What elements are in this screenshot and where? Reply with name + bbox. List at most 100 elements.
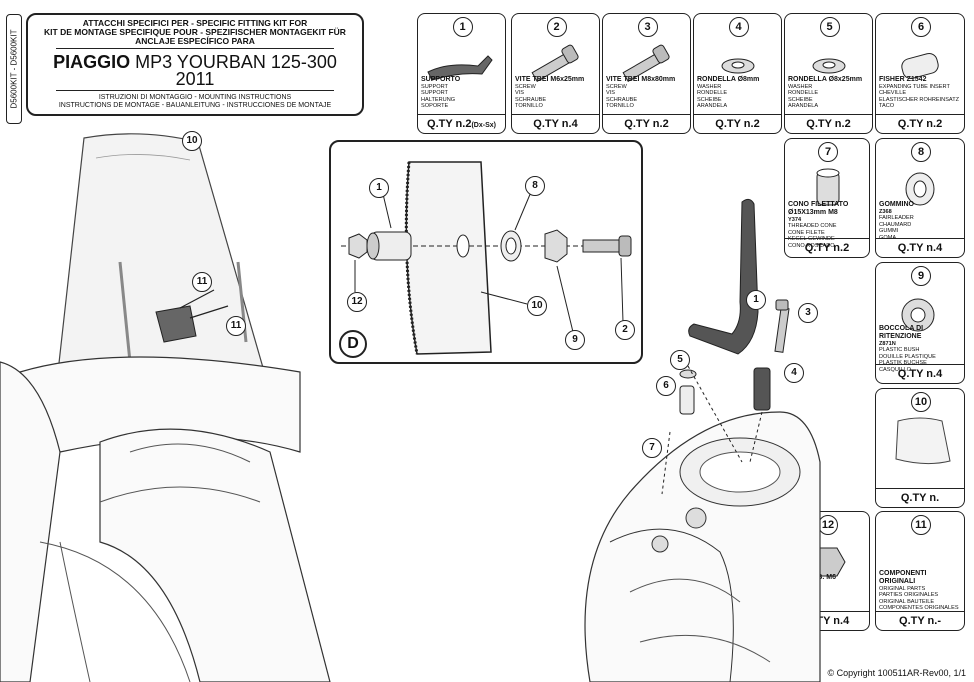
- part-name: CONO FILETTATO Ø15X13mm M8: [788, 201, 849, 216]
- detail-d-drawing: [341, 161, 632, 355]
- model-title: PIAGGIO MP3 YOURBAN 125-300: [28, 53, 362, 71]
- header-line-3: ANCLAJE ESPECÍFICO PARA: [135, 36, 255, 46]
- copyright: © Copyright 100511AR-Rev00, 1/1: [827, 668, 966, 678]
- instructions-line-2: INSTRUCTIONS DE MONTAGE - BAUANLEITUNG -…: [58, 102, 332, 109]
- part-washer-icon: [721, 58, 755, 74]
- part-quantity: Q.TY n.2: [785, 114, 872, 133]
- part-name: RONDELLA Ø8mm: [697, 76, 760, 83]
- left-callout-11b: 11: [226, 316, 246, 336]
- part-number-badge: 11: [911, 515, 931, 535]
- part-code: Z368: [879, 209, 892, 215]
- part-number-badge: 8: [911, 142, 931, 162]
- header-box: ATTACCHI SPECIFICI PER - SPECIFIC FITTIN…: [26, 13, 364, 116]
- part-number-badge: 4: [728, 17, 749, 37]
- part-number-badge: 1: [452, 17, 473, 37]
- part-screw-icon: [531, 44, 579, 83]
- detail-d-box: 1 8 12 10 9 2 D: [329, 140, 643, 364]
- brand-name: PIAGGIO: [53, 52, 131, 72]
- right-callout-4: 4: [784, 363, 804, 383]
- part-code: Y374: [788, 217, 802, 223]
- model-year: 2011: [175, 69, 215, 89]
- part-number-badge: 2: [546, 17, 567, 37]
- left-callout-11a: 11: [192, 272, 212, 292]
- header-divider-2: [56, 90, 334, 91]
- instructions-line-1: ISTRUZIONI DI MONTAGGIO - MOUNTING INSTR…: [98, 94, 292, 101]
- part-name: VITE TBEI M8x80mm: [606, 76, 676, 83]
- left-callout-10: 10: [182, 131, 202, 151]
- part-grommet-icon: [905, 172, 935, 206]
- right-callout-3: 3: [798, 303, 818, 323]
- part-name: FISHER Z1542: [879, 76, 927, 83]
- part-quantity: Q.TY n.-: [876, 611, 964, 630]
- right-callout-5: 5: [670, 350, 690, 370]
- detail-callout-2: 2: [615, 320, 635, 340]
- part-name: BOCCOLA DI RITENZIONE: [879, 325, 924, 340]
- part-screw-icon: [622, 44, 670, 83]
- header-line-1: ATTACCHI SPECIFICI PER - SPECIFIC FITTIN…: [82, 18, 308, 28]
- part-quantity-note: (Dx-Sx): [471, 122, 496, 129]
- part-quantity: Q.TY n.2: [694, 114, 781, 133]
- part-washer-icon: [812, 58, 846, 74]
- part-code: Z871N: [879, 341, 896, 347]
- detail-callout-12: 12: [347, 292, 367, 312]
- part-quantity: Q.TY n.2: [785, 238, 869, 257]
- part-number-badge: 3: [637, 17, 658, 37]
- header-divider: [56, 48, 334, 49]
- detail-callout-1: 1: [369, 178, 389, 198]
- right-callout-7: 7: [642, 438, 662, 458]
- part-name: RONDELLA Ø8x25mm: [788, 76, 863, 83]
- part-name: VITE TBEI M6x25mm: [515, 76, 585, 83]
- part-number-badge: 7: [818, 142, 838, 162]
- part-quantity: Q.TY n.4: [876, 364, 964, 383]
- detail-letter: D: [339, 330, 367, 358]
- part-quantity: Q.TY n.4: [876, 238, 964, 257]
- part-number-badge: 10: [911, 392, 931, 412]
- header-line-2: KIT DE MONTAGE SPECIFIQUE POUR - SPEZIFI…: [44, 27, 346, 37]
- scooter-front-illustration: [0, 133, 331, 682]
- part-number-badge: 5: [819, 17, 840, 37]
- part-screen-icon: [895, 417, 951, 465]
- right-callout-1: 1: [746, 290, 766, 310]
- right-callout-6: 6: [656, 376, 676, 396]
- part-name: COMPONENTI ORIGINALI: [879, 570, 927, 585]
- model-name: MP3 YOURBAN 125-300: [135, 52, 337, 72]
- part-number-badge: 6: [911, 17, 931, 37]
- part-bush-icon: [901, 298, 935, 332]
- part-name: GOMMINO: [879, 201, 914, 208]
- part-quantity: Q.TY n.: [876, 488, 964, 507]
- part-support-icon: [427, 55, 493, 81]
- detail-callout-10: 10: [527, 296, 547, 316]
- part-quantity: Q.TY n.4: [512, 114, 599, 133]
- detail-callout-9: 9: [565, 330, 585, 350]
- part-quantity: Q.TY n.2(Dx-Sx): [418, 114, 505, 133]
- scooter-side-illustration: [584, 198, 821, 682]
- part-quantity: Q.TY n.2: [876, 114, 964, 133]
- part-name: SUPPORTO: [421, 76, 461, 83]
- detail-callout-8: 8: [525, 176, 545, 196]
- part-cone-icon: [816, 168, 840, 206]
- kit-code-vertical: D5600KIT - D5600KIT: [6, 14, 22, 124]
- part-number-badge: 9: [911, 266, 931, 286]
- part-tube-icon: [901, 52, 939, 80]
- part-quantity: Q.TY n.2: [603, 114, 690, 133]
